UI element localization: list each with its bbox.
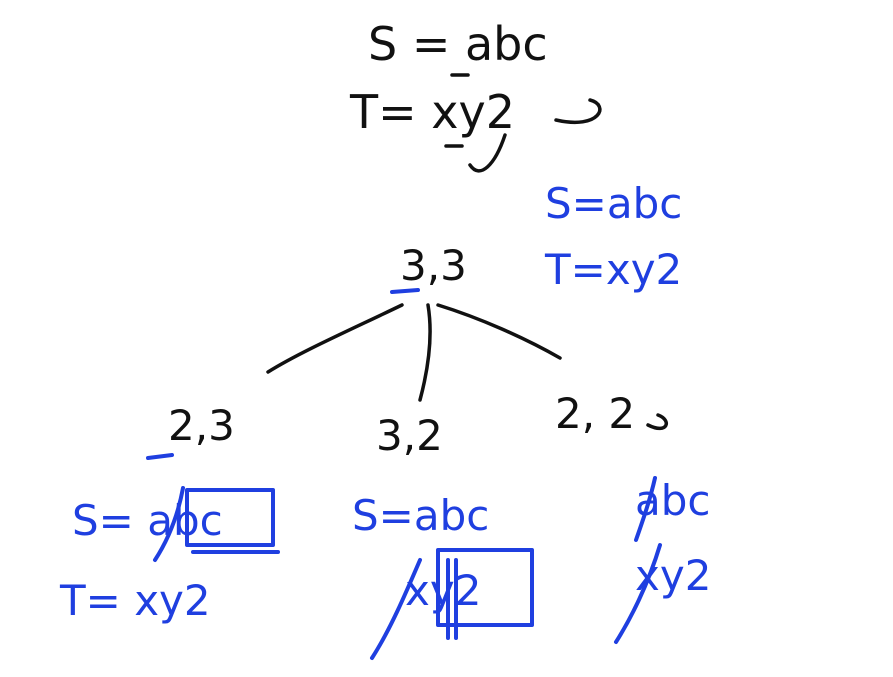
top-y-tail (468, 133, 507, 173)
edge-root-right (436, 303, 562, 360)
top-flourish (554, 98, 602, 124)
right-child-node: 2, 2 abc xy2 (555, 389, 711, 644)
edge-root-middle (418, 303, 432, 402)
middle-child-strike (370, 558, 422, 660)
top-t-line: T= xy2 (349, 85, 515, 139)
left-child-t-line: T= xy2 (59, 576, 211, 625)
top-s-line: S = abc (368, 17, 548, 71)
middle-child-box-marks (446, 558, 458, 640)
root-note-s: S=abc (545, 179, 682, 228)
edge-root-left (266, 303, 404, 374)
root-note-t: T=xy2 (544, 245, 682, 294)
right-child-label: 2, 2 (555, 389, 635, 438)
middle-child-s-line: S=abc (352, 491, 489, 540)
left-child-label: 2,3 (168, 401, 235, 450)
left-child-node: 2,3 S= abc T= xy2 (59, 401, 280, 625)
tree-edges (266, 303, 562, 402)
left-child-s-line: S= abc (72, 496, 223, 545)
left-child-strike (153, 486, 185, 562)
right-child-t-line: xy2 (635, 551, 711, 600)
root-node-label: 3,3 (400, 241, 467, 290)
root-node: 3,3 S=abc T=xy2 (390, 179, 682, 294)
middle-child-box (436, 548, 534, 627)
root-underline-mark (390, 288, 420, 294)
middle-child-label: 3,2 (376, 411, 443, 460)
right-child-s-line: abc (635, 476, 711, 525)
right-child-flourish (646, 413, 668, 431)
problem-definition: S = abc T= xy2 (349, 17, 602, 173)
left-child-underline-mark (146, 453, 174, 460)
right-child-s-strike (634, 476, 657, 542)
middle-child-node: 3,2 S=abc xy2 (352, 411, 534, 660)
middle-child-t-line: xy2 (405, 566, 481, 615)
right-child-t-strike (614, 543, 662, 644)
left-child-box (185, 488, 275, 547)
